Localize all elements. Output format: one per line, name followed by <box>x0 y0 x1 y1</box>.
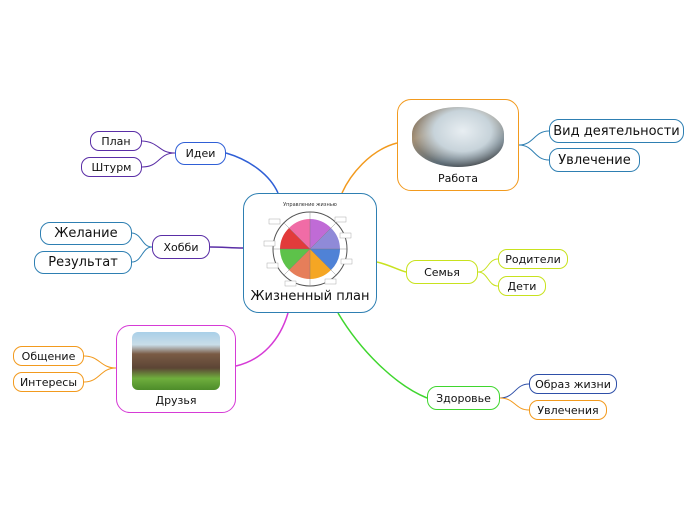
node-ideas-label: Идеи <box>185 147 216 160</box>
node-uvlecheniya-label: Увлечения <box>537 403 599 417</box>
node-vid-deyatelnosti-label: Вид деятельности <box>553 123 680 139</box>
node-family-label: Семья <box>424 265 460 279</box>
node-plan-label: План <box>101 134 131 148</box>
life-wheel-icon: Управление жизнью <box>263 202 353 287</box>
node-deti-label: Дети <box>507 279 537 293</box>
node-roditeli-label: Родители <box>505 252 561 266</box>
node-work-label: Работа <box>437 172 479 185</box>
node-work[interactable]: Работа <box>397 99 519 191</box>
node-hobby-label: Хобби <box>163 240 199 254</box>
node-interesy[interactable]: Интересы <box>13 372 84 392</box>
node-health[interactable]: Здоровье <box>427 386 500 410</box>
node-deti[interactable]: Дети <box>498 276 546 296</box>
center-node[interactable]: Управление жизнью Жизненный план <box>243 193 377 313</box>
node-uvlechenie-label: Увлечение <box>558 152 631 168</box>
node-ideas[interactable]: Идеи <box>175 142 226 165</box>
node-interesy-label: Интересы <box>19 375 78 389</box>
node-plan[interactable]: План <box>90 131 142 151</box>
node-hobby[interactable]: Хобби <box>152 235 210 259</box>
wheel-title: Управление жизнью <box>283 202 337 208</box>
node-shturm[interactable]: Штурм <box>81 157 142 177</box>
friends-photo <box>132 332 220 390</box>
node-obshchenie-label: Общение <box>21 349 76 363</box>
node-family[interactable]: Семья <box>406 260 478 284</box>
node-friends[interactable]: Друзья <box>116 325 236 413</box>
node-roditeli[interactable]: Родители <box>498 249 568 269</box>
node-health-label: Здоровье <box>436 391 491 405</box>
node-friends-label: Друзья <box>155 394 197 407</box>
node-zhelanie-label: Желание <box>54 226 118 241</box>
node-zhelanie[interactable]: Желание <box>40 222 132 245</box>
node-shturm-label: Штурм <box>91 160 132 174</box>
node-obshchenie[interactable]: Общение <box>13 346 84 366</box>
work-photo <box>412 107 504 167</box>
node-uvlechenie[interactable]: Увлечение <box>549 148 640 172</box>
node-rezultat[interactable]: Результат <box>34 251 132 274</box>
node-obraz-zhizni-label: Образ жизни <box>535 377 611 391</box>
center-label: Жизненный план <box>250 289 370 304</box>
node-vid-deyatelnosti[interactable]: Вид деятельности <box>549 119 684 143</box>
node-rezultat-label: Результат <box>48 255 118 270</box>
node-obraz-zhizni[interactable]: Образ жизни <box>529 374 617 394</box>
node-uvlecheniya[interactable]: Увлечения <box>529 400 607 420</box>
